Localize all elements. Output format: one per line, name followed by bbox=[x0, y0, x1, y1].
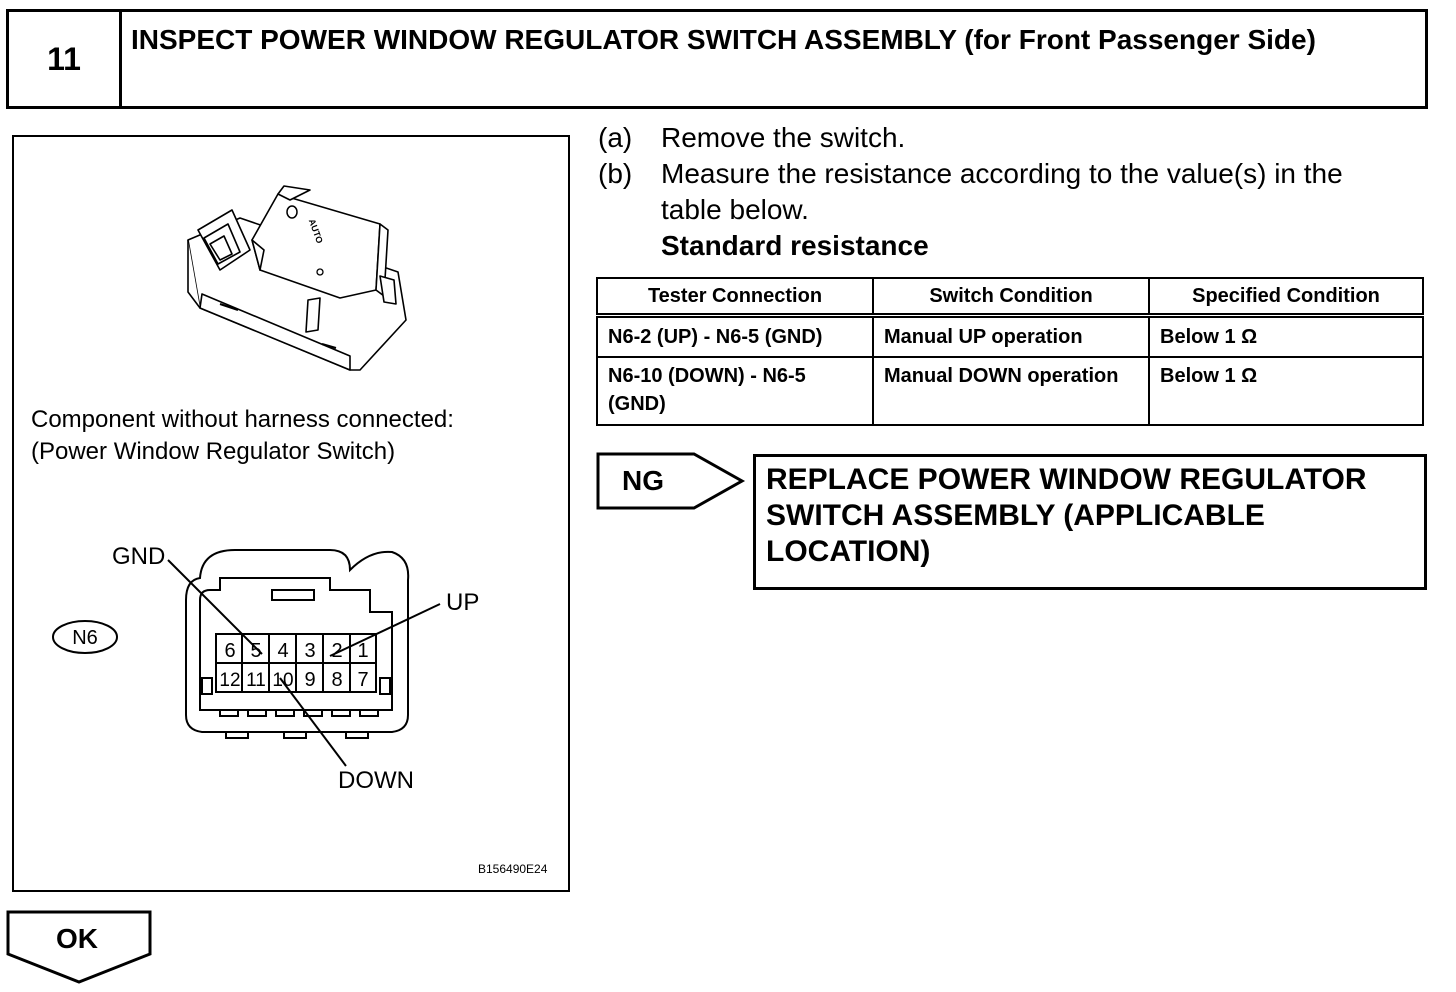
instruction-a-label: (a) bbox=[598, 122, 633, 153]
ok-arrow: OK bbox=[6, 910, 152, 984]
pin-4: 4 bbox=[277, 640, 288, 662]
connector-id-ellipse bbox=[52, 620, 118, 654]
table-cell: Below 1 Ω bbox=[1148, 356, 1424, 426]
pin-8: 8 bbox=[331, 669, 342, 691]
figure-code: B156490E24 bbox=[478, 862, 548, 876]
down-label: DOWN bbox=[338, 767, 414, 794]
switch-indicator-icon bbox=[286, 205, 298, 219]
pin-10: 10 bbox=[272, 670, 293, 691]
table-cell: Manual UP operation bbox=[872, 314, 1150, 358]
figure-panel bbox=[12, 135, 570, 892]
instruction-b-text-2: table below. bbox=[661, 194, 809, 225]
ok-label: OK bbox=[56, 923, 98, 954]
gnd-callout-line bbox=[167, 559, 263, 655]
step-header: 11 INSPECT POWER WINDOW REGULATOR SWITCH… bbox=[6, 9, 1428, 109]
pin-1: 1 bbox=[357, 640, 368, 662]
instruction-b-label: (b) bbox=[598, 158, 633, 189]
table-row: N6-2 (UP) - N6-5 (GND) Manual UP operati… bbox=[596, 314, 1424, 358]
table-header-row: Tester Connection Switch Condition Speci… bbox=[596, 277, 1424, 318]
table-header-cell: Switch Condition bbox=[872, 277, 1150, 318]
table-row: N6-10 (DOWN) - N6-5 (GND) Manual DOWN op… bbox=[596, 356, 1424, 426]
figure-caption-1: Component without harness connected: bbox=[31, 406, 454, 433]
resistance-table: Tester Connection Switch Condition Speci… bbox=[596, 277, 1424, 426]
gnd-label: GND bbox=[112, 543, 165, 570]
table-header-cell: Specified Condition bbox=[1148, 277, 1424, 318]
table-cell: Below 1 Ω bbox=[1148, 314, 1424, 358]
instruction-b-text-1: Measure the resistance according to the … bbox=[661, 158, 1343, 189]
pin-11: 11 bbox=[246, 670, 266, 691]
switch-illustration: AUTO bbox=[187, 185, 407, 371]
pin-3: 3 bbox=[304, 640, 315, 662]
ng-arrow: NG bbox=[596, 452, 746, 510]
connector-diagram: N6 6 5 4 3 2 1 12 11 10 9 8 7 GND UP DOW… bbox=[52, 543, 479, 794]
step-number: 11 bbox=[9, 12, 122, 106]
table-cell: N6-2 (UP) - N6-5 (GND) bbox=[596, 314, 874, 358]
instruction-a-text: Remove the switch. bbox=[661, 122, 906, 153]
up-callout-line bbox=[329, 603, 441, 657]
pin-9: 9 bbox=[304, 669, 315, 691]
up-label: UP bbox=[446, 589, 479, 616]
pin-6: 6 bbox=[224, 640, 235, 662]
table-cell: Manual DOWN operation bbox=[872, 356, 1150, 426]
figure-caption-2: (Power Window Regulator Switch) bbox=[31, 438, 396, 465]
pin-5: 5 bbox=[250, 640, 261, 662]
ng-result-text: REPLACE POWER WINDOW REGULATOR SWITCH AS… bbox=[766, 463, 1367, 568]
standard-resistance-heading: Standard resistance bbox=[661, 230, 929, 261]
down-callout-line bbox=[279, 677, 347, 767]
table-header-cell: Tester Connection bbox=[596, 277, 874, 318]
pin-12: 12 bbox=[219, 670, 240, 691]
connector-id-label: N6 bbox=[72, 627, 98, 649]
pin-7: 7 bbox=[357, 669, 368, 691]
step-title: INSPECT POWER WINDOW REGULATOR SWITCH AS… bbox=[131, 24, 1316, 55]
ng-label: NG bbox=[622, 465, 664, 496]
ng-result-box bbox=[753, 454, 1427, 590]
pin-2: 2 bbox=[331, 640, 342, 662]
table-cell: N6-10 (DOWN) - N6-5 (GND) bbox=[596, 356, 874, 426]
